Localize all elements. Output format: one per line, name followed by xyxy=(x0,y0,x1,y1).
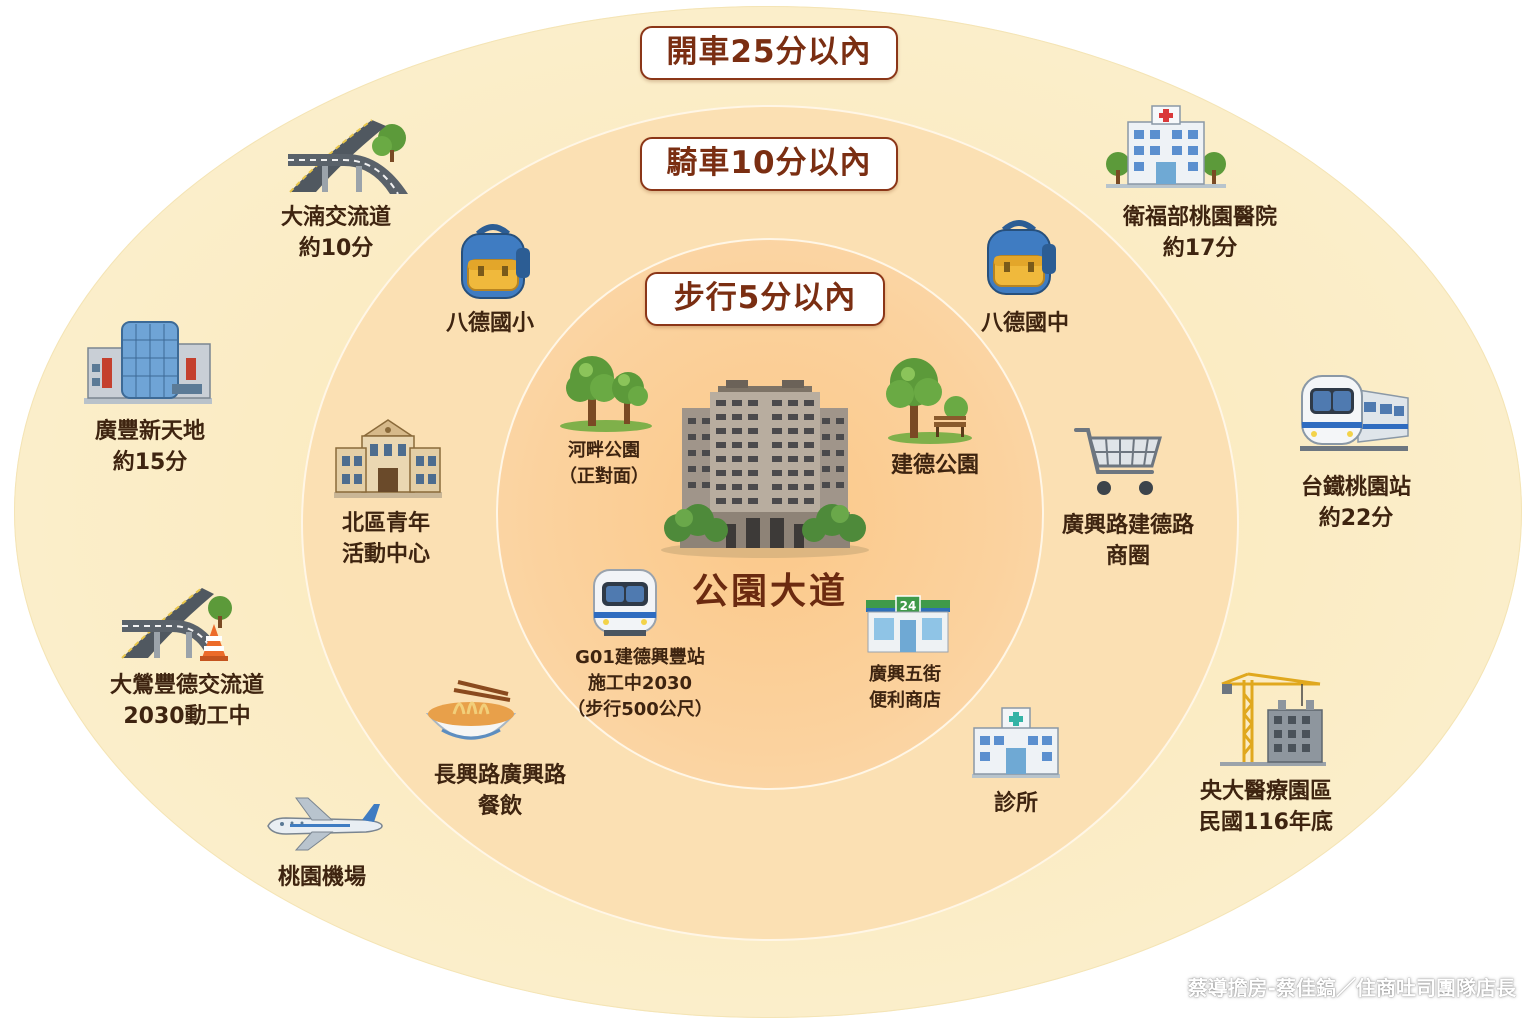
shopping-cart-icon xyxy=(1074,428,1162,495)
youth-center-label: 北區青年 活動中心 xyxy=(341,511,430,567)
park-tree-bench-icon xyxy=(886,358,972,444)
bike-zone-label: 騎車10分以內 xyxy=(640,137,898,191)
school-backpack-icon xyxy=(987,220,1056,295)
highway-construction-icon xyxy=(121,587,232,661)
medical-zone-label: 央大醫療園區 民國116年底 xyxy=(1199,779,1333,835)
noodle-bowl-icon xyxy=(425,680,517,740)
apartment-building-icon xyxy=(661,380,869,558)
hospital-label: 衛福部桃園醫院 約17分 xyxy=(1122,205,1277,261)
clinic-icon xyxy=(972,707,1060,778)
hospital-icon xyxy=(1106,105,1226,188)
mrt-g01-label: G01建德興豐站 施工中2030 （步行500公尺） xyxy=(567,647,713,720)
dining-label: 長興路廣興路 餐飲 xyxy=(433,763,566,819)
airplane-icon xyxy=(267,797,383,851)
center-property-name: 公園大道 xyxy=(691,571,848,612)
bade-elementary-label: 八德國小 xyxy=(445,311,534,336)
walk-zone-label: 步行5分以內 xyxy=(645,272,885,326)
clinic-label: 診所 xyxy=(993,791,1038,816)
highway-interchange-icon xyxy=(288,119,408,195)
metro-train-icon xyxy=(593,569,657,636)
mall-label: 廣豐新天地 約15分 xyxy=(94,419,205,475)
bade-junior-label: 八德國中 xyxy=(980,311,1069,336)
store-sign-number: 24 xyxy=(900,599,917,613)
jiande-park-label: 建德公園 xyxy=(890,453,979,478)
train-station-label: 台鐵桃園站 約22分 xyxy=(1300,475,1411,531)
author-credit: 蔡導擔房-蔡佳鎬／住商吐司團隊店長 xyxy=(1187,976,1516,1000)
train-station-icon xyxy=(1300,375,1409,451)
school-backpack-icon xyxy=(461,224,530,299)
civic-building-icon xyxy=(334,419,442,498)
construction-crane-icon xyxy=(1220,672,1326,766)
riverside-park-label: 河畔公園 （正對面） xyxy=(559,440,649,487)
interchange-2030-label: 大鶯豐德交流道 2030動工中 xyxy=(109,673,264,729)
convenience-store-label: 廣興五街 便利商店 xyxy=(869,664,941,711)
airport-label: 桃園機場 xyxy=(277,865,366,890)
shopping-district-label: 廣興路建德路 商圈 xyxy=(1061,513,1194,569)
drive-zone-label: 開車25分以內 xyxy=(640,26,898,80)
convenience-store-icon: 24 xyxy=(866,595,950,653)
park-trees-icon xyxy=(560,356,652,432)
dadi-interchange-label: 大湳交流道 約10分 xyxy=(280,205,391,261)
shopping-mall-icon xyxy=(84,321,212,404)
